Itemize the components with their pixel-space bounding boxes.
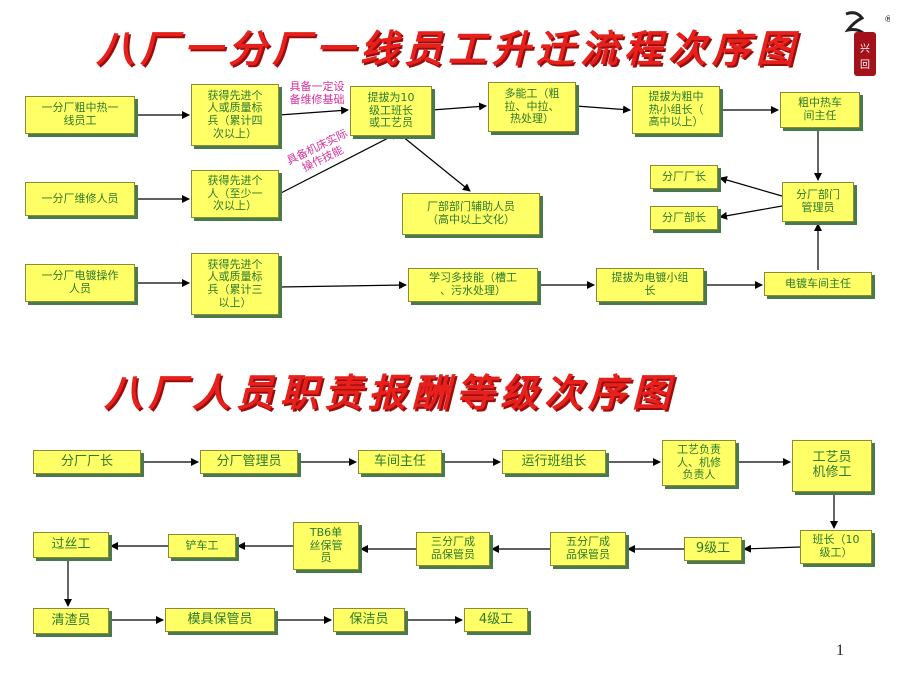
connector-arrow: [719, 176, 783, 197]
node-branch-minister: 分厂部长: [650, 206, 718, 230]
node-maint-worker: 一分厂维修人员: [25, 182, 135, 216]
node2-keeper-5: 五分厂成 品保管员: [550, 532, 626, 566]
connector-arrow: [575, 105, 631, 114]
node-advanced-3: 获得先进个 人或质量标 兵（累计三 以上）: [191, 253, 279, 315]
node-promote-plating-leader: 提拔为电镀小组 长: [596, 268, 704, 302]
node2-team-leader-10: 班长（10 级工）: [800, 530, 872, 564]
node-promote-team-leader: 提拔为10 级工班长 或工艺员: [350, 86, 432, 136]
connector-arrow: [278, 106, 349, 116]
connector-arrow: [719, 205, 783, 220]
node-rough-hot-worker: 一分厂粗中热一 线员工: [25, 96, 135, 134]
node2-mold-keeper: 模具保管员: [165, 608, 275, 632]
node-learn-skills: 学习多技能（槽工 、污水处理）: [408, 268, 538, 302]
node-plating-operator: 一分厂电镀操作 人员: [25, 264, 135, 302]
calligraphy-seal-logo: 兴 回 ®: [840, 8, 893, 80]
node2-slag-cleaner: 清渣员: [33, 608, 109, 634]
connector-arrow: [401, 135, 471, 192]
node-promote-group-leader: 提拔为粗中 热小组长（ 高中以上）: [632, 86, 720, 134]
node2-keeper-3: 三分厂成 品保管员: [416, 532, 490, 566]
node2-drawer: 过丝工: [33, 532, 109, 558]
connector-arrow: [278, 281, 407, 290]
node2-branch-admin: 分厂管理员: [200, 450, 298, 474]
node-branch-dept-admin: 分厂部门 管理员: [782, 182, 854, 222]
flow2-title: 八厂人员职责报酬等级次序图: [104, 370, 677, 415]
node2-cleaner: 保洁员: [333, 608, 405, 632]
registered-mark: ®: [884, 15, 890, 25]
node2-process-lead: 工艺负责 人、机修 负责人: [662, 440, 736, 486]
node-plating-workshop-head: 电镀车间主任: [764, 272, 872, 296]
connector-arrow: [278, 132, 399, 195]
node2-technician: 工艺员 机修工: [792, 440, 872, 492]
node2-branch-manager: 分厂厂长: [33, 450, 141, 474]
node-advanced-4: 获得先进个 人或质量标 兵（累计四 次以上）: [191, 84, 279, 146]
node2-level-9: 9级工: [684, 537, 742, 561]
node2-tb6-keeper: TB6单 丝保管 员: [293, 522, 359, 570]
node2-shift-leader: 运行班组长: [502, 450, 606, 474]
svg-text:兴: 兴: [860, 43, 870, 55]
node2-level-4: 4级工: [464, 608, 528, 632]
flow1-title: 八厂一分厂一线员工升迁流程次序图: [96, 26, 801, 71]
node-multi-skill: 多能工（粗 拉、中拉、 热处理）: [488, 82, 576, 132]
node2-lathe: 铲车工: [168, 534, 236, 558]
connector-arrow: [431, 102, 487, 111]
node-hot-workshop-head: 粗中热车 间主任: [780, 92, 860, 128]
connector-arrow: [743, 544, 801, 553]
node-dept-assistant: 厂部部门辅助人员 （高中以上文化）: [402, 193, 540, 235]
node2-workshop-head: 车间主任: [358, 450, 442, 474]
node-branch-manager-1: 分厂厂长: [650, 165, 718, 189]
svg-text:回: 回: [860, 59, 870, 71]
page-number: 1: [836, 642, 844, 659]
note-equipment-basis: 具备一定设 备维修基础: [289, 80, 345, 107]
node-advanced-maint: 获得先进个 人（至少一 次以上）: [191, 170, 279, 218]
